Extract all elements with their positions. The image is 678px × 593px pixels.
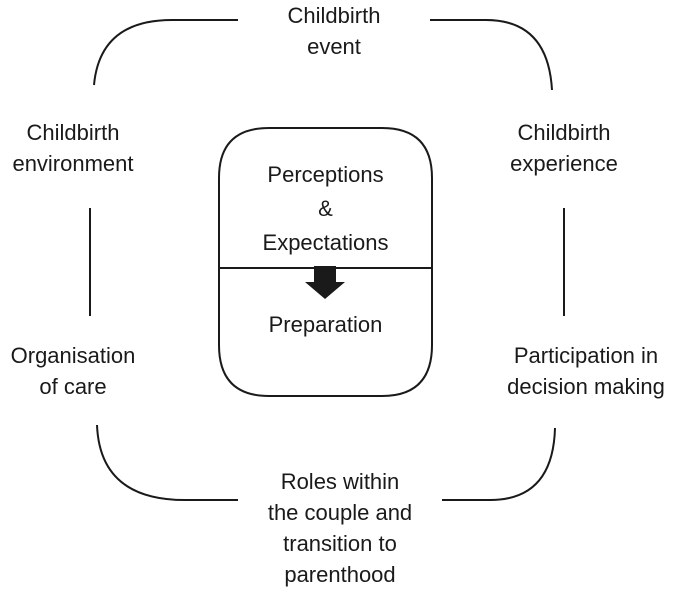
label-childbirth-environment: Childbirth environment (0, 117, 146, 179)
label-line: Childbirth (517, 120, 611, 145)
label-line: of care (39, 374, 107, 399)
label-line: environment (12, 151, 134, 176)
label-perceptions-expectations: Perceptions & Expectations (219, 158, 432, 260)
label-line: Organisation (10, 343, 136, 368)
central-capsule (218, 127, 433, 397)
label-line: Childbirth (26, 120, 120, 145)
label-line: the couple and (267, 500, 413, 525)
label-childbirth-event: Childbirth event (238, 0, 430, 62)
label-line: experience (510, 151, 618, 176)
label-line: transition to (283, 531, 397, 556)
label-line: & (318, 196, 333, 221)
label-roles-within-couple: Roles within the couple and transition t… (226, 466, 454, 590)
bottom-left-arc (96, 424, 238, 501)
label-line: decision making (507, 374, 665, 399)
label-line: parenthood (284, 562, 396, 587)
bottom-right-arc (442, 427, 556, 501)
label-organisation-of-care: Organisation of care (0, 340, 146, 402)
label-participation-in-decision-making: Participation in decision making (494, 340, 678, 402)
label-line: event (307, 34, 361, 59)
label-line: Childbirth (287, 3, 381, 28)
top-left-arc (93, 19, 238, 86)
label-line: Roles within (280, 469, 400, 494)
down-arrow-icon (305, 266, 345, 299)
label-line: Participation in (513, 343, 659, 368)
label-line: Expectations (262, 230, 389, 255)
label-preparation: Preparation (219, 309, 432, 340)
label-childbirth-experience: Childbirth experience (484, 117, 644, 179)
label-line: Preparation (268, 312, 383, 337)
label-line: Perceptions (267, 162, 384, 187)
top-right-arc (430, 19, 553, 91)
